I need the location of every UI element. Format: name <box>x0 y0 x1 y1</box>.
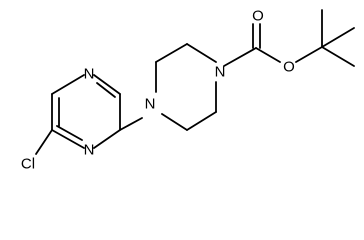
bond-c5-cl <box>35 129 53 155</box>
bond-tert-c-methyl-right <box>321 46 355 67</box>
pyrazine-ring <box>51 74 121 149</box>
bond-n4-c5-inner <box>56 125 83 141</box>
piperazine-ring <box>155 43 217 131</box>
atom-label-n-ring-bottom: N <box>84 142 95 159</box>
bond-pz-c-n-right <box>186 43 217 63</box>
atom-label-n-piperazine-right: N <box>215 64 226 81</box>
bond-c3-n4 <box>93 129 121 149</box>
bond-pz-c-c-top <box>155 43 188 63</box>
bond-o-tert-c <box>295 46 323 63</box>
bond-n1-c2 <box>93 74 121 95</box>
atom-label-carbonyl-oxygen: O <box>252 8 264 25</box>
atom-label-ester-oxygen: O <box>283 59 295 76</box>
bond-n1-c2-inner <box>96 82 116 98</box>
bond-c-ester-o <box>255 47 281 63</box>
bond-pz-c-n-left <box>161 113 188 131</box>
bond-c6-n1 <box>51 74 85 95</box>
boc-group <box>223 9 355 67</box>
chemical-structure: N N Cl N N O O <box>21 8 355 173</box>
bond-n4-c5 <box>51 129 85 149</box>
atom-label-n-ring-top: N <box>84 66 95 83</box>
atom-label-chlorine: Cl <box>21 156 35 173</box>
bond-c3-piperazine-n <box>119 117 143 131</box>
bond-n-carbonyl-c <box>223 47 257 67</box>
atom-label-n-piperazine-left: N <box>145 96 156 113</box>
bond-tert-c-methyl-top <box>321 27 355 48</box>
bond-pz-c-c-bottom <box>186 111 217 131</box>
